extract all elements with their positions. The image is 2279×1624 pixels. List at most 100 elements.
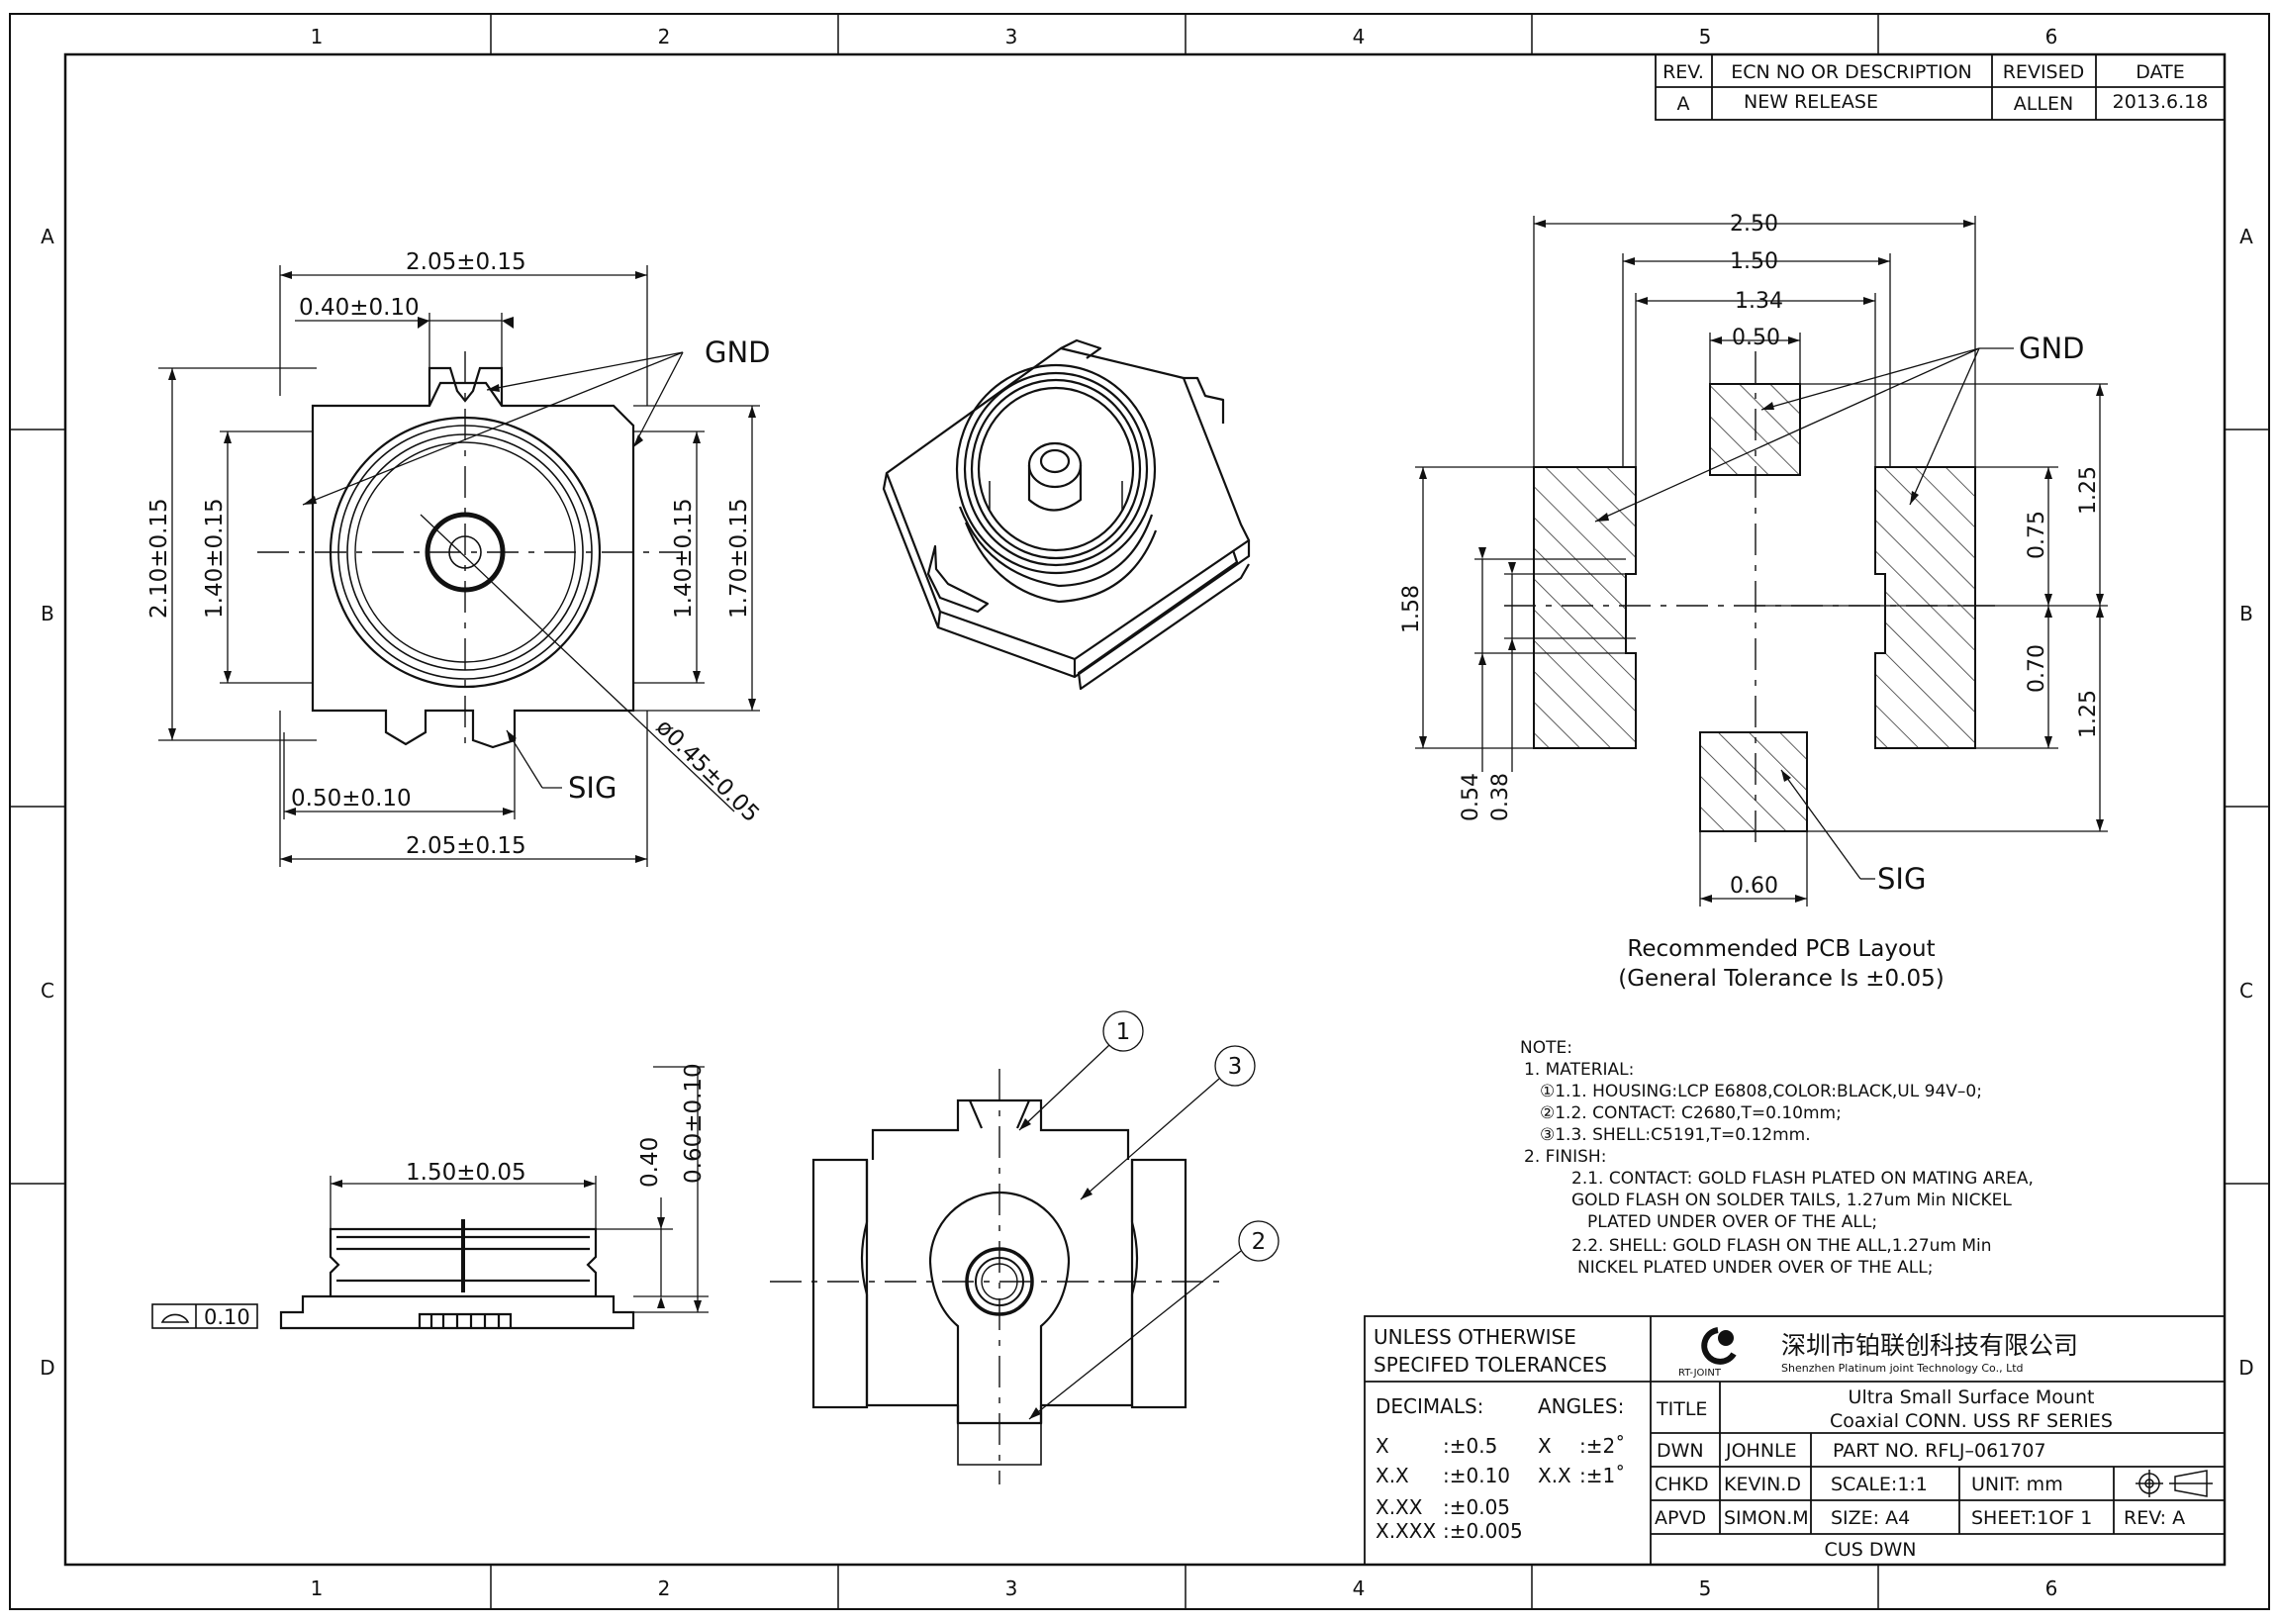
pcb-caption-tolerance: (General Tolerance Is ±0.05)	[1618, 966, 1944, 992]
col-label-5-bottom: 5	[1699, 1576, 1712, 1600]
rev-value-date: 2013.6.18	[2113, 91, 2209, 113]
col-label-1-bottom: 1	[311, 1576, 324, 1600]
pcb-caption-title: Recommended PCB Layout	[1627, 936, 1935, 962]
col-label-3-bottom: 3	[1005, 1576, 1018, 1600]
top-dim-tab-width: 0.40±0.10	[299, 295, 420, 321]
tol-title-1: UNLESS OTHERWISE	[1374, 1325, 1576, 1349]
part-number: PART NO. RFLJ–061707	[1833, 1440, 2046, 1462]
title-line-2: Coaxial CONN. USS RF SERIES	[1830, 1410, 2113, 1432]
row-label-a-right: A	[2239, 225, 2253, 248]
tol-angles-label: ANGLES:	[1538, 1394, 1624, 1418]
rev-header-ecn: ECN NO OR DESCRIPTION	[1731, 61, 1972, 83]
company-name-cn: 深圳市铂联创科技有限公司	[1781, 1331, 2078, 1360]
rev-header-revised: REVISED	[2003, 61, 2085, 83]
side-dim-height: 0.60±0.10	[681, 1063, 707, 1184]
tol-xx: X.X	[1376, 1464, 1409, 1487]
scale: SCALE:1:1	[1831, 1474, 1928, 1495]
revision-block: REV. ECN NO OR DESCRIPTION REVISED DATE …	[1655, 53, 2226, 121]
drawing-frame	[9, 13, 2270, 1610]
flatness-symbol-icon	[160, 1313, 190, 1323]
isometric-view	[882, 338, 1251, 691]
size: SIZE: A4	[1831, 1507, 1910, 1529]
title-label: TITLE	[1656, 1398, 1707, 1420]
tol-xxx: X.XX	[1376, 1495, 1423, 1519]
col-label-6-bottom: 6	[2045, 1576, 2058, 1600]
pcb-dim-075: 0.75	[2025, 511, 2049, 559]
row-label-c-left: C	[41, 979, 54, 1003]
note-line-8: GOLD FLASH ON SOLDER TAILS, 1.27um Min N…	[1571, 1191, 2012, 1210]
top-dim-height-inner-right: 1.40±0.15	[671, 498, 697, 619]
pcb-dim-070: 0.70	[2025, 644, 2049, 693]
unit: UNIT: mm	[1971, 1474, 2063, 1495]
pcb-gnd-pad-right	[1874, 466, 1976, 749]
company-name-en: Shenzhen Platinum joint Technology Co., …	[1781, 1362, 2024, 1375]
sheet: SHEET:1OF 1	[1971, 1507, 2092, 1529]
top-dim-sig-width: 0.50±0.10	[291, 786, 412, 812]
bottom-view: 1 3 2	[770, 1010, 1280, 1484]
col-label-6-top: 6	[2045, 25, 2058, 48]
tol-title-2: SPECIFED TOLERANCES	[1374, 1353, 1607, 1377]
pcb-dim-150: 1.50	[1730, 249, 1778, 274]
note-line-5: ③1.3. SHELL:C5191,T=0.12mm.	[1540, 1125, 1811, 1145]
apvd-label: APVD	[1655, 1507, 1706, 1529]
row-label-a-left: A	[41, 225, 54, 248]
top-view: 2.05±0.15 0.40±0.10 2.10±0.15 1.40±0.15 …	[146, 249, 771, 867]
col-label-2-bottom: 2	[658, 1576, 671, 1600]
pcb-dim-125-top: 1.25	[2076, 466, 2101, 515]
tol-x: X	[1376, 1434, 1389, 1458]
side-dim-width: 1.50±0.05	[406, 1160, 526, 1186]
col-label-1-top: 1	[311, 25, 324, 48]
pcb-gnd-pad-left	[1533, 466, 1637, 749]
row-label-d-left: D	[40, 1356, 54, 1380]
col-label-4-top: 4	[1353, 25, 1366, 48]
col-label-5-top: 5	[1699, 25, 1712, 48]
pcb-label-sig: SIG	[1877, 862, 1926, 896]
top-view-gnd-tab	[427, 366, 504, 406]
col-label-4-bottom: 4	[1353, 1576, 1366, 1600]
dwn-label: DWN	[1657, 1440, 1704, 1462]
top-dim-width-top: 2.05±0.15	[406, 249, 526, 275]
logo-mark-icon	[1701, 1327, 1737, 1365]
pcb-dim-125-bottom: 1.25	[2076, 690, 2101, 738]
pcb-dim-060: 0.60	[1730, 874, 1778, 899]
note-line-2: 1. MATERIAL:	[1524, 1060, 1634, 1080]
balloon-3: 3	[1228, 1054, 1243, 1080]
rev-value-rev: A	[1677, 93, 1690, 115]
note-line-4: ②1.2. CONTACT: C2680,T=0.10mm;	[1540, 1103, 1842, 1123]
chkd-name: KEVIN.D	[1724, 1474, 1801, 1495]
row-label-b-right: B	[2239, 602, 2253, 625]
rev-header-date: DATE	[2136, 61, 2184, 83]
rev-header-rev: REV.	[1662, 61, 1704, 83]
flatness-callout: 0.10	[151, 1303, 258, 1329]
tol-xxx-value: :±0.05	[1443, 1495, 1510, 1519]
row-label-d-right: D	[2238, 1356, 2253, 1380]
note-line-6: 2. FINISH:	[1524, 1147, 1606, 1167]
pcb-label-gnd: GND	[2019, 332, 2085, 365]
pcb-dim-134: 1.34	[1735, 289, 1783, 314]
flatness-value: 0.10	[204, 1305, 250, 1329]
cus-dwn: CUS DWN	[1825, 1539, 1917, 1561]
row-label-b-left: B	[41, 602, 54, 625]
apvd-name: SIMON.M	[1724, 1507, 1809, 1529]
side-dim-040: 0.40	[637, 1137, 663, 1188]
title-block: UNLESS OTHERWISE SPECIFED TOLERANCES DEC…	[1364, 1315, 2226, 1566]
top-dim-height-outer: 2.10±0.15	[146, 498, 172, 619]
tol-xxxx: X.XXX	[1376, 1519, 1436, 1543]
pcb-dim-158: 1.58	[1399, 585, 1424, 633]
pcb-layout-view: 2.50 1.50 1.34 0.50 1.25 0.75 0.70 1.25 …	[1399, 212, 2108, 992]
frame-labels: 1 2 3 4 5 6 1 2 3 4 5 6 A B C D A B C D	[40, 25, 2253, 1600]
note-line-3: ①1.1. HOUSING:LCP E6808,COLOR:BLACK,UL 9…	[1540, 1082, 1982, 1101]
notes-block: NOTE: 1. MATERIAL: ①1.1. HOUSING:LCP E68…	[1520, 1038, 2034, 1278]
ang-x-value: :±2˚	[1579, 1434, 1625, 1458]
tol-xx-value: :±0.10	[1443, 1464, 1510, 1487]
top-dim-height-right: 1.70±0.15	[726, 498, 752, 619]
pcb-dim-050: 0.50	[1732, 326, 1780, 350]
projection-symbol-icon	[2136, 1470, 2213, 1497]
top-dim-center-dia: ø0.45±0.05	[651, 715, 764, 827]
top-label-gnd: GND	[705, 335, 771, 369]
top-view-body	[311, 381, 635, 749]
tol-xxxx-value: :±0.005	[1443, 1519, 1523, 1543]
dwn-name: JOHNLE	[1725, 1440, 1797, 1462]
